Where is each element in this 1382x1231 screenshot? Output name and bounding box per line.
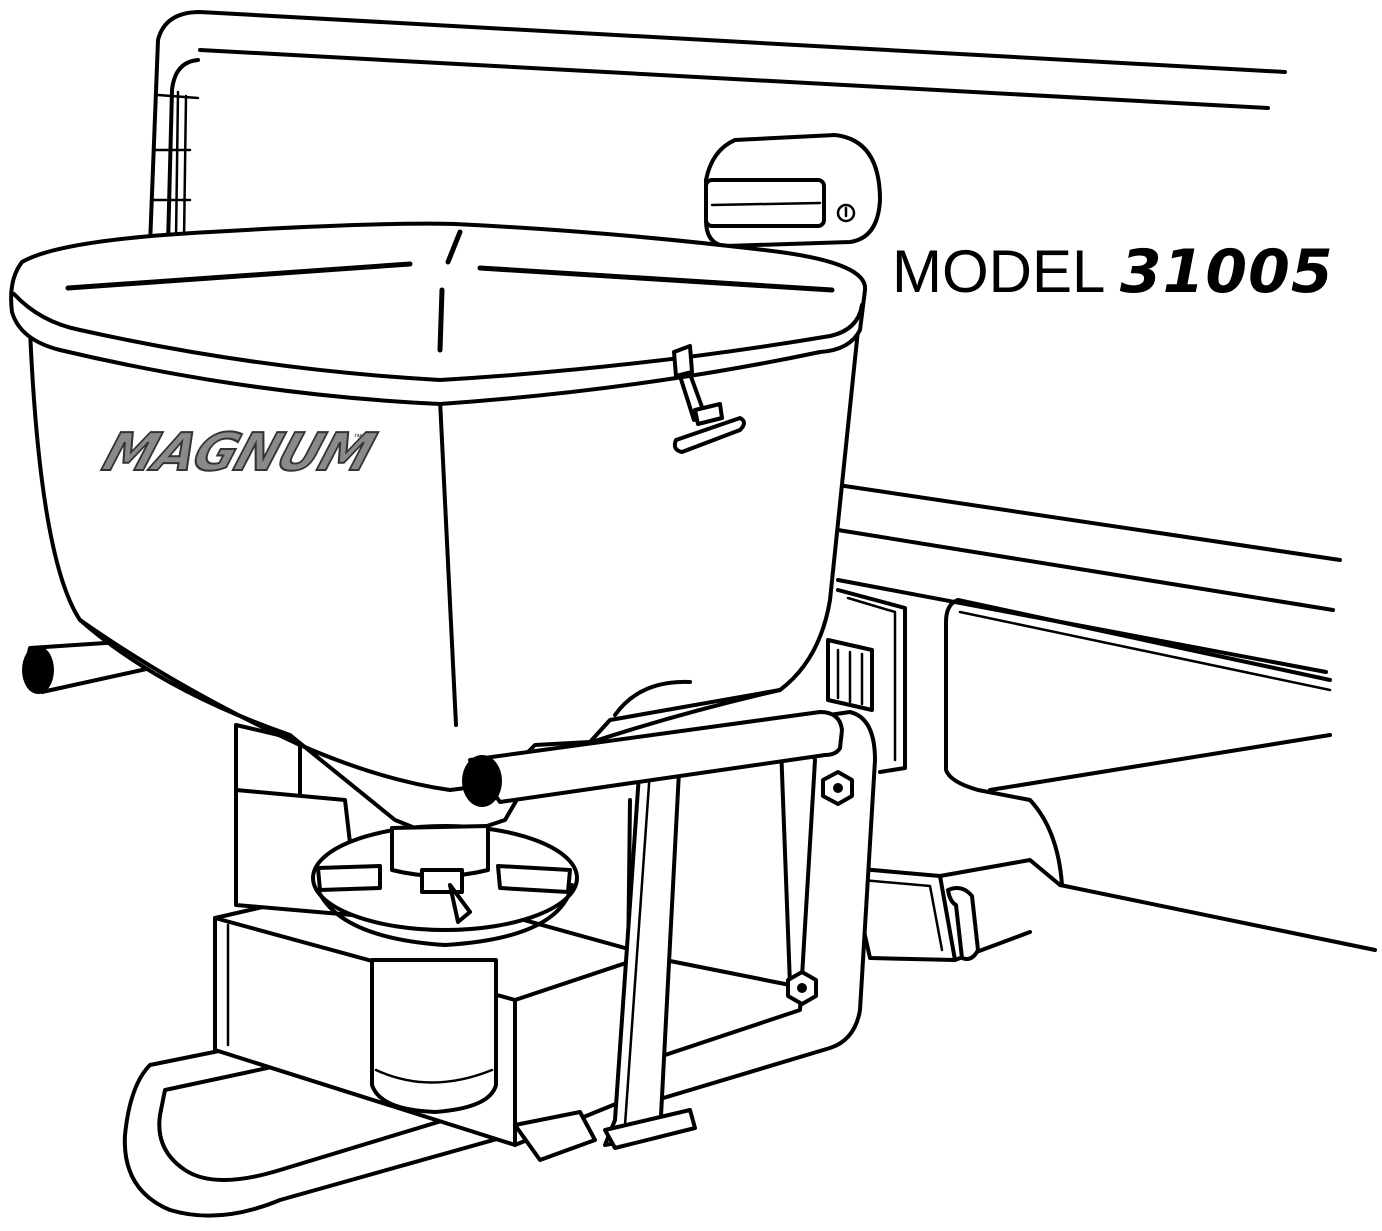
logo-trademark: ™ [351,432,363,442]
latch-icon [672,344,694,378]
bumper-line-top [836,483,1342,562]
tailgate-handle-line [710,201,822,207]
spinner-fin-left [316,864,382,892]
grate-bar-right [477,265,835,293]
tailgate-side-lines [174,90,188,242]
motor-cylinder [370,958,498,1114]
spinner-assembly [311,679,692,947]
model-title: MODEL 31005 [892,236,1334,308]
hitch-pin-icon [946,886,980,961]
hopper-rim-lip [12,292,864,382]
spinner-plate-edge [316,883,574,947]
bumper-step-edge [944,598,1064,887]
tailgate-top-edge [148,10,1287,247]
latch-handle [672,416,746,454]
model-prefix: MODEL [892,238,1104,305]
crossbar-endcap [462,755,502,807]
license-recess [836,588,907,774]
tailgate-side-ribs [150,93,200,202]
spinner-pin [448,883,472,924]
mount-frame [22,638,877,1218]
grate-bar-left [65,261,413,291]
model-number: 31005 [1119,237,1334,307]
hopper: MAGNUM ™ [9,221,868,842]
spinner-shaft [420,868,464,894]
front-crossbar [462,710,844,807]
crossbar-tube [468,710,844,804]
frame-left-endcap [22,646,54,694]
magnum-logo: MAGNUM ™ [95,420,383,483]
bumper-line-2 [836,528,1335,612]
truck-body [148,10,1377,962]
logo-text: MAGNUM [96,421,382,482]
tailgate-lip-line [198,48,1270,110]
bumper-bottom-edge [1058,883,1377,952]
lock-icon [836,203,856,223]
tailgate-inner-edge [166,58,200,247]
spinner-fin-right [496,864,572,894]
grate-bar-front [437,287,445,353]
hopper-front-seam [438,398,458,727]
grate-bar-back [445,229,463,265]
